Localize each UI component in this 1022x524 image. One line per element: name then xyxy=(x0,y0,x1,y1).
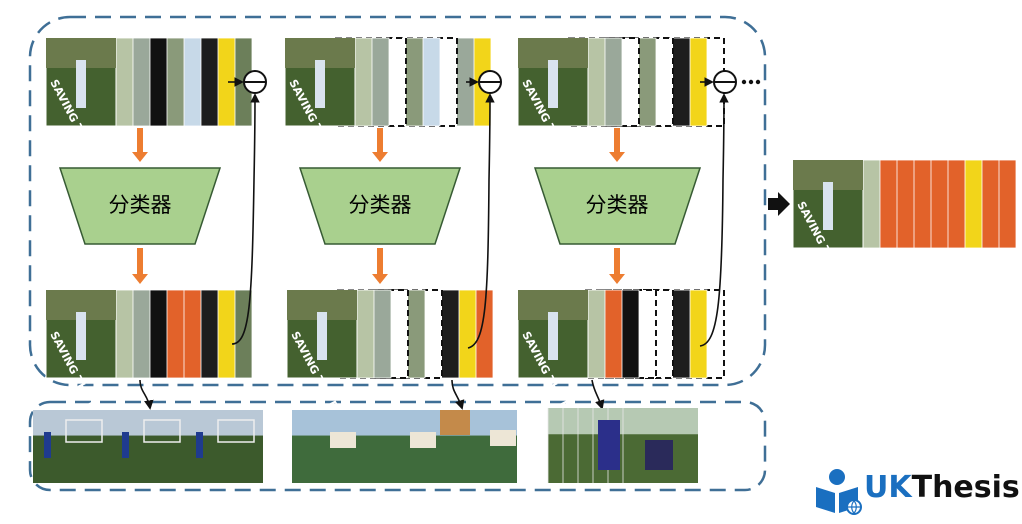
logo-text-thesis: Thesis xyxy=(911,470,1020,505)
classifier-label: 分类器 xyxy=(109,193,172,217)
drop-arrow-2 xyxy=(451,379,465,410)
player-figure xyxy=(122,432,129,458)
classifier-label: 分类器 xyxy=(349,193,412,217)
orange-flow-arrow xyxy=(132,128,148,162)
classifier-stage-3: 分类器 xyxy=(533,167,702,245)
orange-flow-arrow xyxy=(132,248,148,284)
output-arrow-icon xyxy=(768,192,790,216)
continuation-dots xyxy=(741,79,761,85)
house-shape xyxy=(330,432,356,448)
subtract-node-3 xyxy=(713,70,737,94)
orange-flow-arrow xyxy=(372,128,388,162)
player-figure xyxy=(598,420,620,470)
classifier-stage-2: 分类器 xyxy=(298,167,462,245)
drop-arrow-1 xyxy=(139,379,154,410)
orange-flow-arrow xyxy=(609,248,625,284)
player-figure xyxy=(44,432,51,458)
house-shape xyxy=(410,432,436,448)
frame-stack: SAVING THE PENALTY KICK xyxy=(286,289,494,482)
frame-stack: SAVING THE PENALTY KICK xyxy=(284,37,492,230)
classifier-stage-1: 分类器 xyxy=(58,167,222,245)
reader-icon xyxy=(816,469,862,515)
drop-arrow-3 xyxy=(591,379,605,410)
result-frame-strip-2 xyxy=(292,410,517,483)
logo-wordmark: UKThesis xyxy=(864,471,1020,505)
player-figure xyxy=(196,432,203,458)
frame-stack: SAVING THE PENALTY KICK xyxy=(517,289,725,482)
output-frames-container xyxy=(28,400,767,492)
frame-stack: SAVING THE PENALTY KICK xyxy=(792,159,1017,352)
ukthesis-logo: UKThesis xyxy=(812,465,1020,515)
feedback-arrow-3 xyxy=(699,93,729,347)
feedback-arrow-1 xyxy=(231,93,260,345)
orange-flow-arrow xyxy=(609,128,625,162)
frame-stack: SAVING THE PENALTY KICK xyxy=(517,37,725,230)
subtract-node-1 xyxy=(243,70,267,94)
logo-text-uk: UK xyxy=(864,470,912,505)
house-shape xyxy=(490,430,516,446)
process-container xyxy=(28,15,767,387)
result-frame-strip-1 xyxy=(33,410,263,483)
feedback-arrow-2 xyxy=(467,93,495,349)
result-frame-strip-3 xyxy=(547,408,698,483)
subtract-node-2 xyxy=(478,70,502,94)
orange-flow-arrow xyxy=(372,248,388,284)
player-figure xyxy=(645,440,673,470)
classifier-label: 分类器 xyxy=(586,193,649,217)
